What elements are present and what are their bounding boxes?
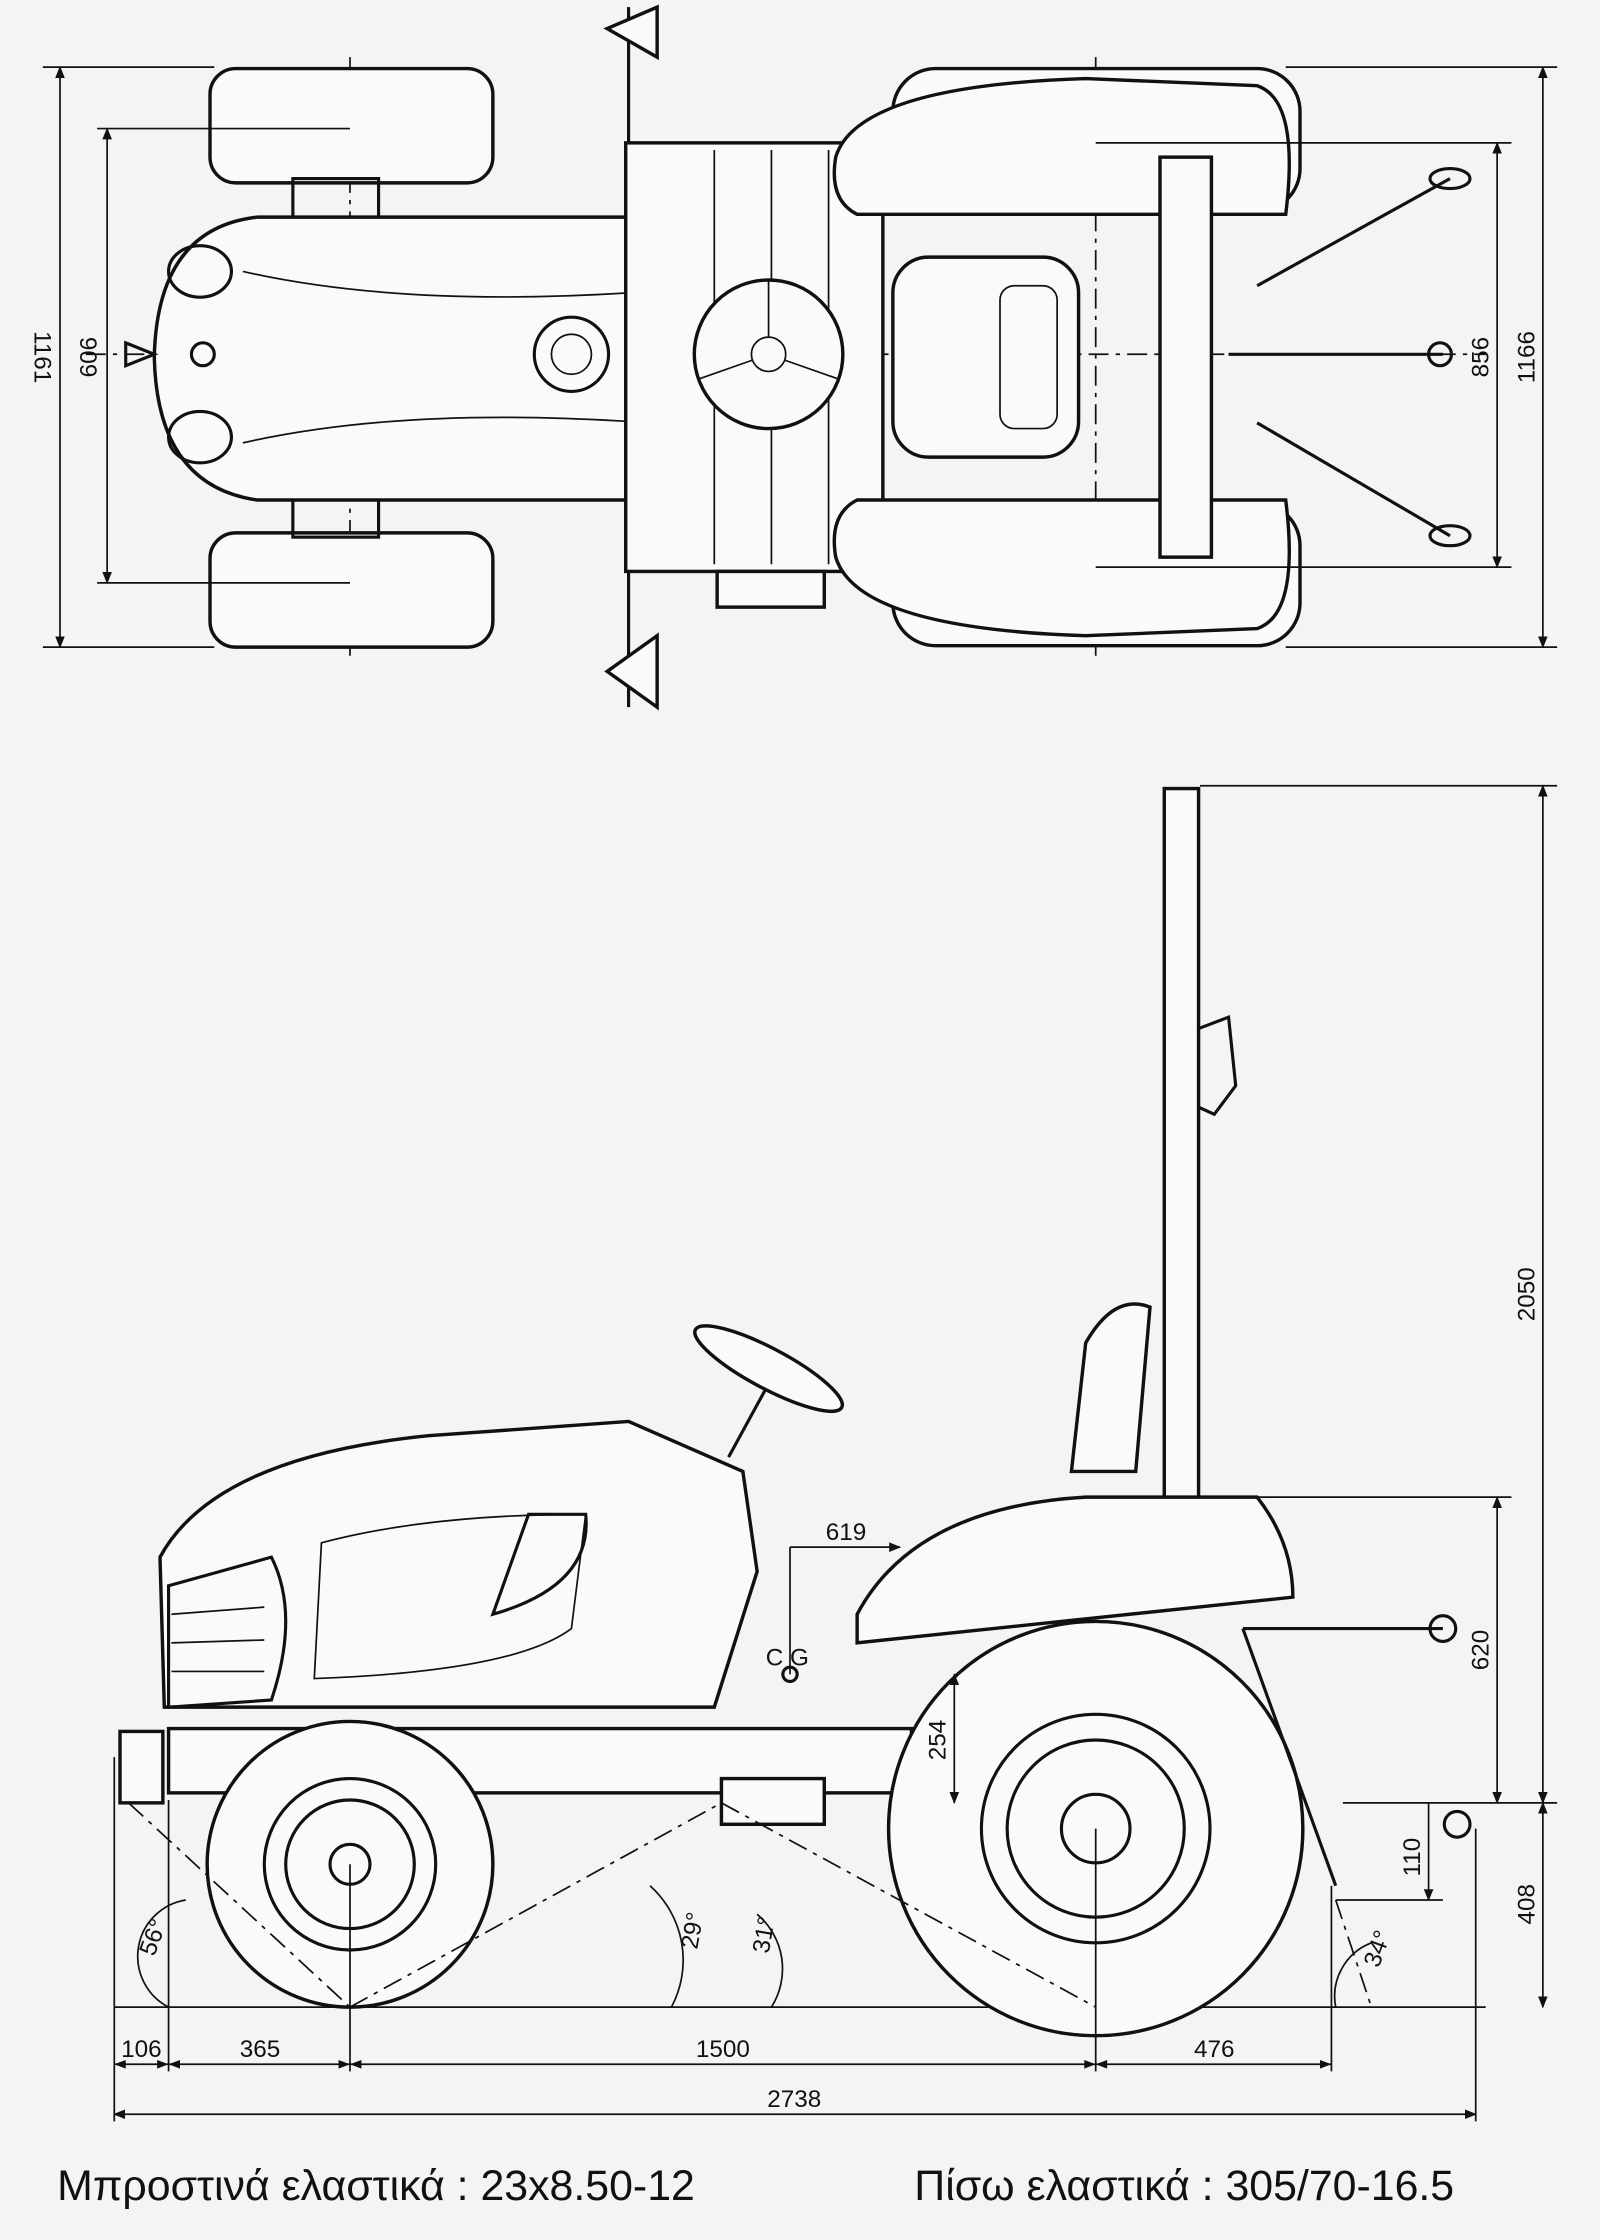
front-weight [118, 1729, 165, 1805]
dim-2738: 2738 [767, 2086, 821, 2113]
ext-lines-856 [1095, 142, 1512, 568]
angle-29: 29° [676, 1910, 709, 1951]
grille [167, 1555, 288, 1709]
rear-fender-side [855, 1495, 1295, 1645]
angle-34: 34° [1359, 1927, 1397, 1971]
dim-110: 110 [1399, 1838, 1426, 1877]
seat-top [891, 255, 1081, 459]
dim-856: 856 [1468, 337, 1495, 378]
angle-lines [127, 1802, 1373, 2008]
dim-365: 365 [240, 2036, 281, 2063]
ext-lines-horizontal [113, 1757, 1477, 2122]
cg-label: C G [766, 1645, 809, 1672]
steering-column [727, 1377, 773, 1458]
right-mirror [604, 632, 659, 711]
angle-31: 31° [748, 1914, 781, 1955]
front-right-wheel [208, 531, 495, 649]
dim-620: 620 [1468, 1630, 1495, 1671]
chain-arrowheads [114, 2060, 1332, 2069]
angle-56: 56° [135, 1915, 173, 1959]
dim-408: 408 [1513, 1884, 1540, 1925]
headlight-left [167, 244, 233, 299]
top-link-ball [1428, 1614, 1458, 1643]
ext-lines-1166 [1285, 66, 1558, 648]
hood-top [152, 215, 631, 502]
front-left-hub [291, 177, 381, 223]
exhaust-cap [532, 315, 611, 393]
rops [1162, 786, 1201, 1505]
dim-254: 254 [925, 1720, 952, 1761]
front-emblem [189, 341, 216, 368]
front-tires-caption: Μπροστινά ελαστικά : 23x8.50-12 [57, 2162, 695, 2210]
ext-lines-1161 [42, 66, 215, 648]
lower-link-right [1256, 421, 1451, 538]
top-view: 1161 909 856 1166 [28, 4, 1558, 711]
angle-arcs [136, 1885, 1372, 2008]
dim-909: 909 [74, 337, 101, 378]
step [715, 569, 827, 609]
left-mirror [603, 4, 659, 61]
step-side [719, 1776, 826, 1827]
steering-spokes [699, 280, 838, 380]
dim-1500: 1500 [696, 2036, 750, 2063]
dim-1166: 1166 [1513, 331, 1540, 383]
top-link-end [1427, 341, 1453, 368]
lower-link-left [1256, 177, 1451, 288]
hood-side [158, 1419, 759, 1709]
hood-contour [242, 270, 629, 444]
dim-619: 619 [826, 1519, 866, 1546]
ext-lines-909 [97, 127, 350, 584]
seat-side [1069, 1302, 1152, 1474]
dim-476: 476 [1194, 2036, 1234, 2063]
link-end-right [1428, 524, 1472, 548]
rear-tires-caption: Πίσω ελαστικά : 305/70-16.5 [914, 2162, 1454, 2210]
exhaust-inner [550, 333, 593, 376]
dim-1161: 1161 [28, 331, 55, 383]
rops-bar-top [1158, 155, 1214, 559]
front-left-wheel [208, 66, 495, 185]
headlight-right [167, 409, 233, 465]
side-view: C G 56° 29° 31° 34° 2050 620 408 110 619… [113, 784, 1558, 2122]
rops-latch [1197, 1014, 1238, 1117]
drawbar-pin [1442, 1809, 1472, 1839]
lift-arm [1241, 1628, 1338, 1887]
front-hitch [124, 340, 159, 369]
dim-106: 106 [121, 2036, 161, 2063]
link-end-left [1428, 167, 1472, 191]
dim-2050: 2050 [1513, 1267, 1540, 1321]
grille-slats [171, 1606, 265, 1673]
steering-wheel-side [693, 1324, 845, 1414]
hood-vent [490, 1512, 588, 1617]
seat-back-top [999, 284, 1058, 430]
